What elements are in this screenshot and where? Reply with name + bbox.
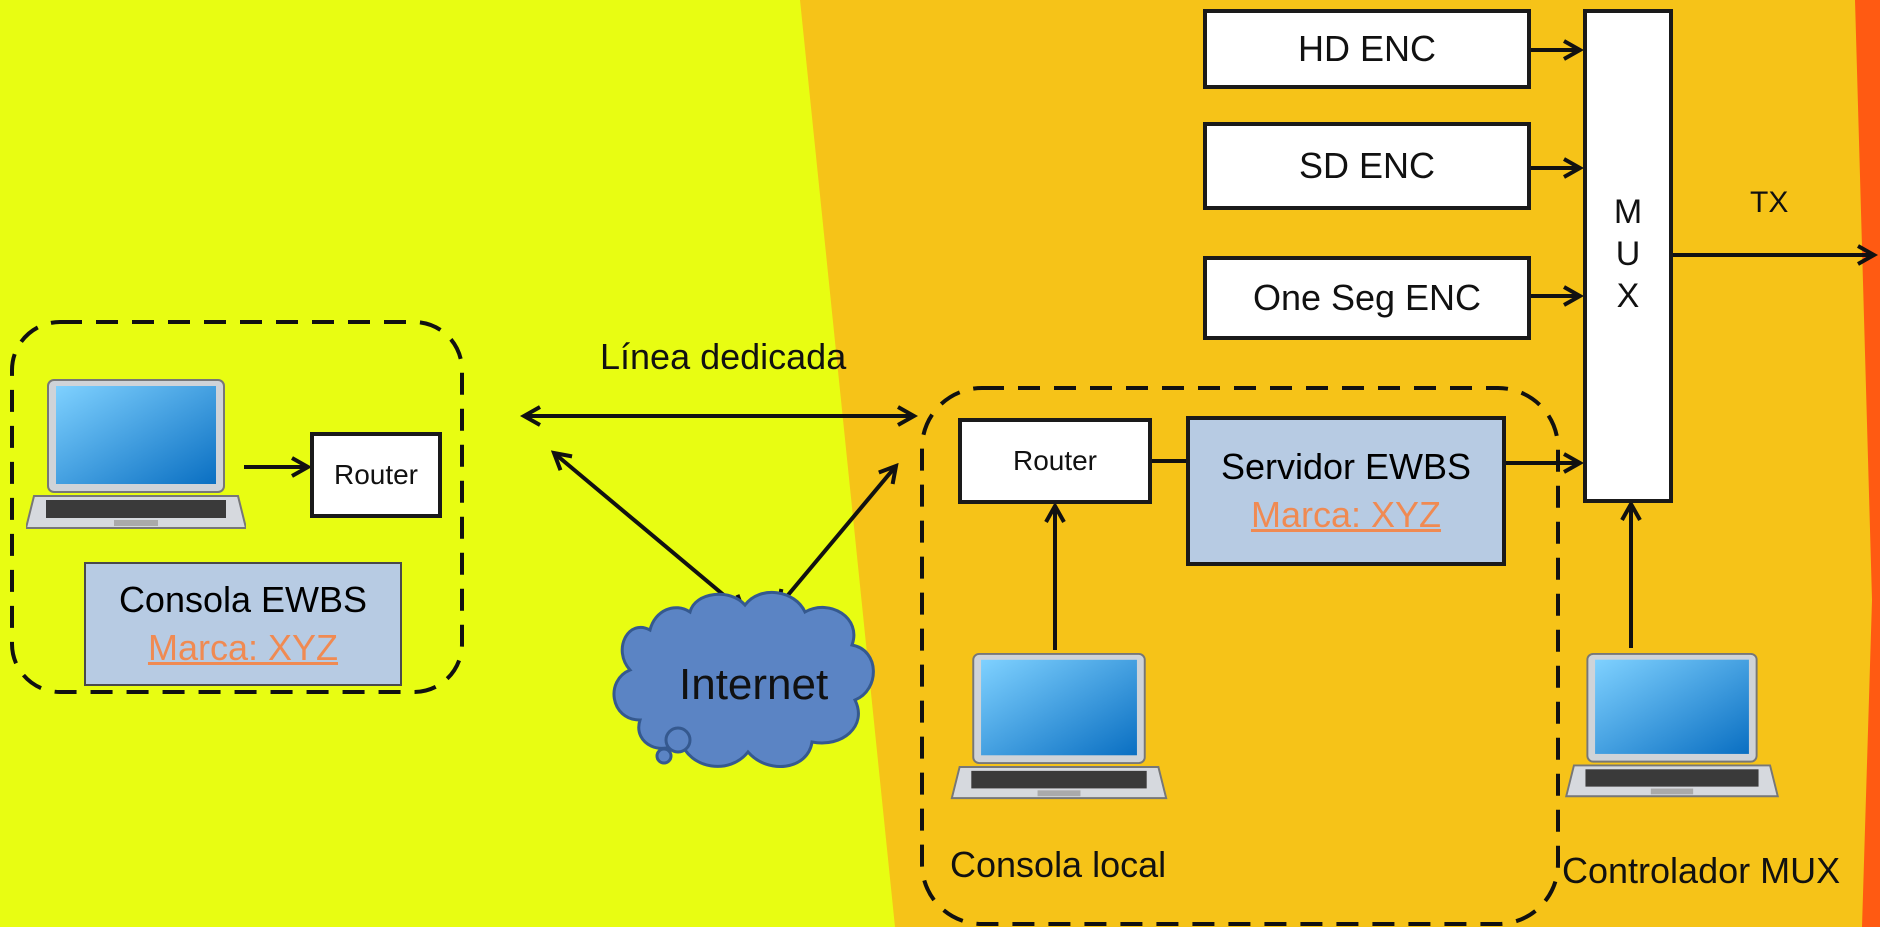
mux-letter-x: X: [1616, 277, 1640, 315]
dedicated-line-label: Línea dedicada: [600, 336, 847, 377]
remote-router-label: Router: [333, 459, 419, 490]
laptop-icon: [950, 652, 1168, 800]
oneseg-encoder-label: One Seg ENC: [1252, 277, 1482, 318]
local-router-label: Router: [1012, 445, 1098, 476]
mux-letter-m: M: [1613, 193, 1643, 231]
server-title: Servidor EWBS: [1220, 446, 1472, 487]
laptop-icon: [24, 379, 248, 529]
oneseg-encoder-box: One Seg ENC: [1203, 256, 1531, 340]
mux-label: M U X: [1587, 191, 1669, 317]
laptop-icon: [1564, 652, 1780, 798]
internet-label: Internet: [679, 660, 829, 709]
sd-encoder-box: SD ENC: [1203, 122, 1531, 210]
server-box: Servidor EWBS Marca: XYZ: [1186, 416, 1506, 566]
tx-label: TX: [1750, 186, 1789, 219]
remote-console-box: Consola EWBS Marca: XYZ: [84, 562, 402, 686]
server-brand-link[interactable]: Marca: XYZ: [1250, 494, 1442, 535]
internet-to-local-arrow: [778, 466, 896, 607]
mux-controller-laptop: [1564, 652, 1780, 802]
remote-console-brand-link[interactable]: Marca: XYZ: [147, 627, 339, 668]
local-group-outline: [920, 386, 1560, 926]
remote-router-box: Router: [310, 432, 442, 518]
remote-console-title: Consola EWBS: [118, 579, 368, 620]
mux-controller-label: Controlador MUX: [1562, 850, 1841, 891]
cloud-icon: [612, 590, 875, 768]
remote-to-internet-arrow: [554, 453, 744, 612]
local-console-label: Consola local: [950, 844, 1167, 885]
mux-box: M U X: [1583, 9, 1673, 503]
remote-laptop: [24, 378, 248, 534]
local-router-box: Router: [958, 418, 1152, 504]
hd-encoder-box: HD ENC: [1203, 9, 1531, 89]
local-console-laptop: [950, 652, 1168, 804]
mux-letter-u: U: [1615, 235, 1641, 273]
sd-encoder-label: SD ENC: [1298, 145, 1436, 186]
remote-group-outline: [10, 320, 464, 694]
hd-encoder-label: HD ENC: [1297, 28, 1436, 69]
